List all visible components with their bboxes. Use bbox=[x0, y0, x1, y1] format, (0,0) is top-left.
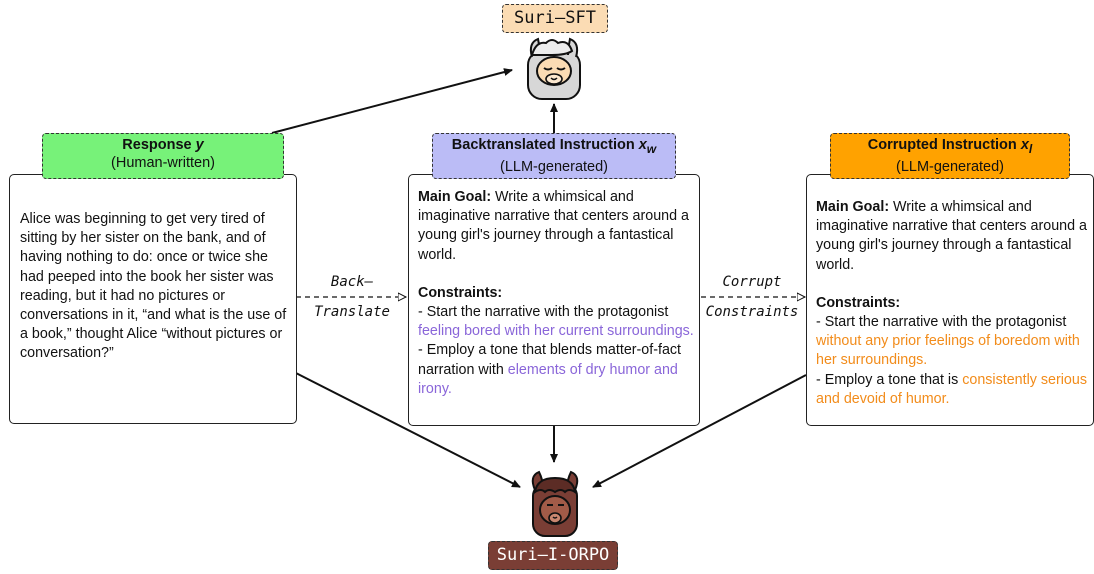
corrupted-constraint-1-highlight: without any prior feelings of boredom wi… bbox=[816, 333, 1080, 369]
corrupted-goal-text: Write a whimsical and imaginative narrat… bbox=[816, 199, 1087, 273]
backtranslated-constraint-1: - Start the narrative with the protagoni… bbox=[418, 304, 694, 340]
backtranslated-box bbox=[408, 174, 700, 426]
alpaca-sft-icon bbox=[527, 37, 581, 100]
arrow-corrupted-to-orpo bbox=[592, 374, 807, 488]
backtranslated-body: Main Goal: Write a whimsical and imagina… bbox=[418, 188, 694, 399]
corrupted-constraints-label: Constraints: bbox=[816, 294, 901, 311]
backtranslated-constraint-2-highlight: elements of dry humor and irony. bbox=[418, 361, 678, 397]
corrupted-box bbox=[806, 174, 1094, 426]
backtranslated-var: x bbox=[638, 137, 647, 153]
corrupted-constraint-2-highlight: consistently serious and devoid of humor… bbox=[816, 371, 1087, 407]
corrupted-subtitle: (LLM-generated) bbox=[896, 158, 1004, 175]
backtranslated-goal-text: Write a whimsical and imaginative narrat… bbox=[418, 189, 689, 263]
response-var: y bbox=[195, 137, 204, 153]
corrupted-var: x bbox=[1020, 137, 1029, 153]
backtranslated-constraints-label: Constraints: bbox=[418, 284, 503, 301]
corrupted-title: Corrupted Instruction bbox=[867, 137, 1021, 153]
corrupted-constraint-1: - Start the narrative with the protagoni… bbox=[816, 314, 1080, 369]
backtranslated-constraint-1-highlight: feeling bored with her current surroundi… bbox=[418, 323, 694, 340]
arrow-response-to-sft bbox=[271, 68, 513, 134]
corrupt-constraints-label: Corrupt Constraints bbox=[705, 274, 799, 320]
response-text: Alice was beginning to get very tired of… bbox=[20, 211, 287, 362]
arrow-response-to-orpo bbox=[289, 369, 521, 488]
backtranslated-subtitle: (LLM-generated) bbox=[500, 158, 608, 175]
response-title: Response bbox=[122, 137, 196, 153]
response-tag: Response y (Human-written) bbox=[42, 133, 284, 179]
orpo-label: Suri–I-ORPO bbox=[488, 541, 618, 570]
corrupted-constraint-2: - Employ a tone that is consistently ser… bbox=[816, 371, 1087, 407]
corrupted-goal-label: Main Goal: bbox=[816, 199, 890, 215]
corrupted-tag: Corrupted Instruction xl (LLM-generated) bbox=[830, 133, 1070, 179]
backtranslated-constraint-2: - Employ a tone that blends matter-of-fa… bbox=[418, 342, 682, 397]
sft-label: Suri–SFT bbox=[502, 4, 608, 33]
back-translate-label: Back– Translate bbox=[314, 274, 390, 320]
backtranslated-tag: Backtranslated Instruction xw (LLM-gener… bbox=[432, 133, 676, 179]
alpaca-orpo-icon bbox=[531, 470, 579, 537]
backtranslated-goal: Main Goal: Write a whimsical and imagina… bbox=[418, 188, 694, 265]
corrupted-body: Main Goal: Write a whimsical and imagina… bbox=[816, 198, 1092, 409]
backtranslated-title: Backtranslated Instruction bbox=[451, 137, 639, 153]
response-box bbox=[9, 174, 297, 424]
corrupted-goal: Main Goal: Write a whimsical and imagina… bbox=[816, 198, 1092, 275]
corrupted-sub: l bbox=[1028, 141, 1033, 156]
backtranslated-sub: w bbox=[646, 141, 657, 156]
backtranslated-goal-label: Main Goal: bbox=[418, 189, 492, 205]
response-subtitle: (Human-written) bbox=[111, 155, 215, 171]
